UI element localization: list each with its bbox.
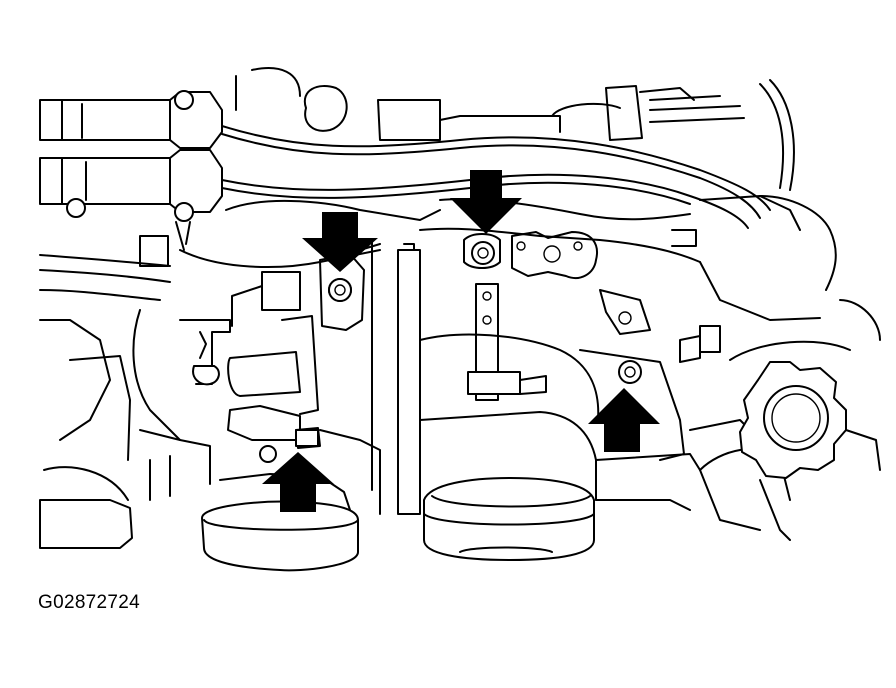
bolt-2 bbox=[471, 241, 495, 265]
lower-ducts bbox=[39, 429, 691, 572]
intake-plenum bbox=[179, 195, 837, 363]
bolt-1 bbox=[328, 278, 352, 302]
bolt-3 bbox=[618, 360, 642, 384]
bolt-heads bbox=[295, 241, 642, 447]
fuel-lines bbox=[221, 79, 795, 229]
upper-intake-body bbox=[235, 67, 745, 141]
arrow-down-icon bbox=[302, 212, 378, 272]
central-rod bbox=[359, 239, 547, 515]
right-cap bbox=[729, 299, 881, 541]
upper-left-pipe-assembly bbox=[39, 90, 223, 251]
arrow-up-icon bbox=[262, 452, 334, 512]
connector-4 bbox=[295, 429, 319, 447]
figure-code: G02872724 bbox=[38, 592, 141, 613]
arrow-up-icon bbox=[588, 388, 660, 452]
left-harness bbox=[39, 235, 181, 461]
arrow-markers bbox=[262, 170, 660, 512]
arrow-down-icon bbox=[450, 170, 522, 234]
